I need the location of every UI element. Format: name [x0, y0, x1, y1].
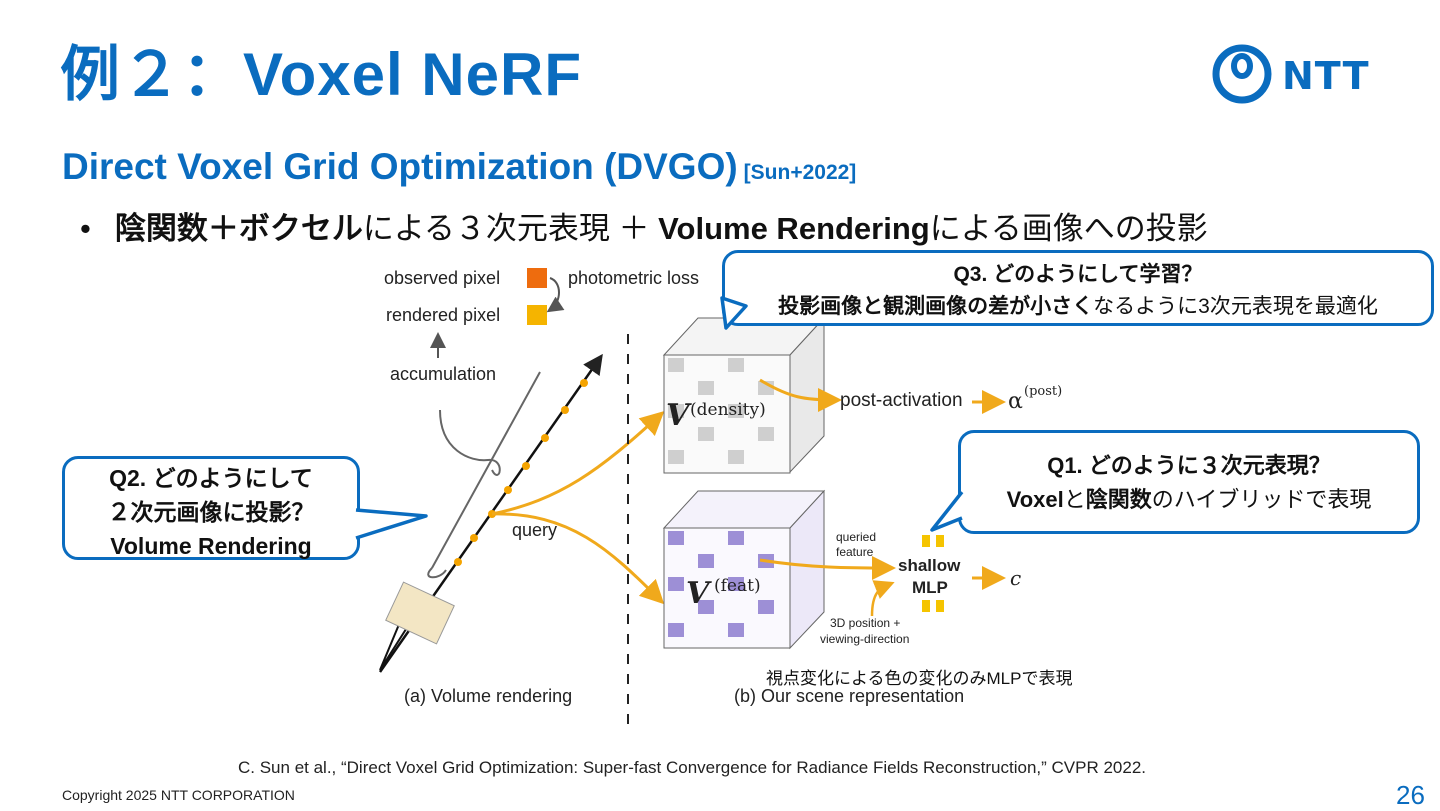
shallow-label: shallow: [898, 556, 961, 575]
caption-b: (b) Our scene representation: [734, 686, 965, 706]
q2-line-2: ２次元画像に投影？: [107, 499, 315, 525]
mlp-label: MLP: [912, 578, 948, 597]
voxel-cell: [698, 381, 714, 395]
q2-line-3: Volume Rendering: [110, 533, 312, 559]
subtitle-citation: [Sun+2022]: [743, 161, 857, 184]
voxel-cell: [728, 623, 744, 637]
post-activation-label: post-activation: [840, 390, 963, 411]
bullet-bold-1: 陰関数＋ボクセル: [114, 211, 363, 246]
voxel-cell: [668, 358, 684, 372]
ntt-logo-icon: [1212, 44, 1272, 104]
voxel-cell: [758, 600, 774, 614]
photometric-loss-label: photometric loss: [568, 268, 700, 288]
q3-line-1: Q3. どのようにして学習？: [953, 263, 1203, 286]
rendered-pixel-square: [527, 305, 547, 325]
voxel-cell: [728, 450, 744, 464]
position-label: 3D position +: [830, 616, 901, 630]
alpha-sup: (post): [1024, 384, 1063, 399]
queried-label: queried: [836, 530, 877, 544]
slide-title: 例２：Voxel NeRF: [60, 41, 582, 108]
q1-bold-1: Voxel: [1006, 487, 1064, 512]
bullet-text-1: による３次元表現 ＋: [362, 211, 659, 246]
q3-line-2: 投影画像と観測画像の差が小さくなるように3次元表現を最適化: [725, 291, 1431, 323]
callout-q1-tail: [930, 490, 964, 532]
callout-q1: Q1. どのように３次元表現？ Voxelと陰関数のハイブリッドで表現: [958, 430, 1420, 534]
callout-q2: Q2. どのようにして ２次元画像に投影？ Volume Rendering: [62, 456, 360, 560]
q2-line-1: Q2. どのようにして: [109, 465, 313, 491]
copyright: Copyright 2025 NTT CORPORATION: [62, 787, 295, 803]
voxel-cell: [728, 358, 744, 372]
voxel-cell: [668, 404, 684, 418]
q1-rest: のハイブリッドで表現: [1151, 487, 1372, 512]
rendered-pixel-label: rendered pixel: [386, 305, 501, 325]
voxel-cell: [698, 554, 714, 568]
subtitle-text: Direct Voxel Grid Optimization (DVGO): [62, 146, 738, 187]
q1-line-2: Voxelと陰関数のハイブリッドで表現: [961, 483, 1417, 517]
voxel-cell: [668, 623, 684, 637]
voxel-cell: [728, 577, 744, 591]
mlp-annotation: 視点変化による色の変化のみMLPで表現: [766, 669, 1073, 688]
v-feat-sup: (feat): [714, 576, 761, 596]
voxel-cell: [668, 531, 684, 545]
c-symbol: c: [1010, 566, 1022, 590]
q3-line-2-rest: なるように3次元表現を最適化: [1093, 295, 1378, 318]
dvgo-figure: observed pixel rendered pixel photometri…: [360, 250, 1080, 730]
voxel-cell: [698, 600, 714, 614]
callout-q2-tail: [355, 508, 428, 540]
q1-bold-2: 陰関数: [1085, 487, 1152, 512]
v-density-symbol: V: [666, 398, 690, 433]
bullet-dot: •: [80, 211, 91, 246]
viewing-direction-label: viewing-direction: [820, 632, 910, 646]
voxel-cell: [728, 404, 744, 418]
figure-graphics: [378, 268, 1006, 728]
callout-q3-tail: [720, 296, 748, 330]
bullet-bold-2: Volume Rendering: [658, 211, 930, 246]
voxel-cell: [728, 531, 744, 545]
q1-line-1: Q1. どのように３次元表現？: [1047, 453, 1331, 478]
caption-a: (a) Volume rendering: [404, 686, 573, 706]
alpha-symbol: α: [1008, 389, 1023, 414]
bullet-text-2: による画像への投影: [929, 211, 1208, 246]
page-number: 26: [1396, 780, 1425, 810]
slide-subtitle: Direct Voxel Grid Optimization (DVGO)[Su…: [62, 146, 856, 188]
callout-q3: Q3. どのようにして学習？ 投影画像と観測画像の差が小さくなるように3次元表現…: [722, 250, 1434, 326]
observed-pixel-label: observed pixel: [384, 268, 501, 288]
v-feat-symbol: V: [686, 576, 710, 611]
feature-label: feature: [836, 545, 874, 559]
q1-mid: と: [1063, 487, 1086, 512]
density-cube: [662, 316, 826, 474]
voxel-cell: [758, 427, 774, 441]
v-density-sup: (density): [690, 400, 766, 420]
accumulation-label: accumulation: [390, 364, 497, 384]
query-label: query: [512, 520, 558, 540]
voxel-cell: [668, 450, 684, 464]
voxel-cell: [698, 427, 714, 441]
reference-citation: C. Sun et al., “Direct Voxel Grid Optimi…: [238, 758, 1147, 777]
ntt-logo-text: NTT: [1282, 54, 1370, 98]
q3-line-2-bold: 投影画像と観測画像の差が小さく: [778, 295, 1094, 318]
observed-pixel-square: [527, 268, 547, 288]
feat-cube: [662, 489, 826, 650]
bullet-point: • 陰関数＋ボクセルによる３次元表現 ＋ Volume Renderingによる画…: [80, 203, 1208, 248]
voxel-cell: [668, 577, 684, 591]
